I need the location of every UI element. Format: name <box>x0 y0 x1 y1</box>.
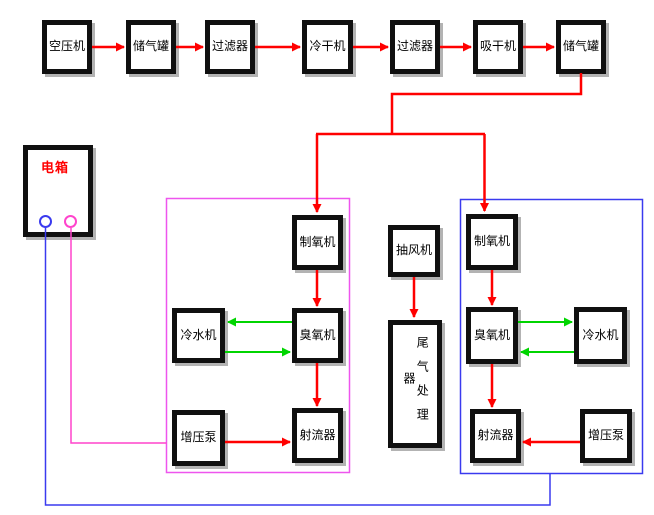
box-left-booster-pump: 增压泵 <box>172 410 225 466</box>
box-left-ozone-generator-label: 臭氧机 <box>299 327 336 342</box>
box-left-booster-pump-label: 增压泵 <box>180 430 217 445</box>
box-air-tank-2: 储气罐 <box>556 20 606 74</box>
box-air-tank-1: 储气罐 <box>126 20 176 74</box>
box-filter-1-label: 过滤器 <box>211 39 248 54</box>
box-desiccant-dryer-label: 吸干机 <box>479 39 516 54</box>
terminal-blue-icon <box>39 215 52 228</box>
box-right-ozone-generator-label: 臭氧机 <box>473 327 510 342</box>
box-air-compressor-label: 空压机 <box>48 39 85 54</box>
box-exhaust-fan: 抽风机 <box>388 225 440 277</box>
box-refrigerated-dryer-label: 冷干机 <box>309 39 346 54</box>
box-filter-2-label: 过滤器 <box>396 39 433 54</box>
box-left-jet-injector: 射流器 <box>292 408 343 463</box>
box-refrigerated-dryer: 冷干机 <box>302 20 353 74</box>
box-air-tank-2-label: 储气罐 <box>562 39 599 54</box>
box-electric-cabinet-label: 电箱 <box>41 161 70 176</box>
box-right-chiller: 冷水机 <box>574 307 627 364</box>
box-left-oxygen-generator-label: 制氧机 <box>299 234 336 249</box>
box-right-ozone-generator: 臭氧机 <box>466 307 518 364</box>
box-filter-2: 过滤器 <box>390 20 440 74</box>
air-trunk-line <box>390 73 583 134</box>
terminal-pink-icon <box>64 215 77 228</box>
box-right-booster-pump-label: 增压泵 <box>587 428 624 443</box>
power-wire-to-right-unit <box>44 228 551 506</box>
box-left-ozone-generator: 臭氧机 <box>292 308 343 363</box>
box-right-booster-pump: 增压泵 <box>580 409 632 463</box>
box-right-jet-injector: 射流器 <box>470 409 521 463</box>
box-filter-1: 过滤器 <box>205 20 255 74</box>
box-right-oxygen-generator-label: 制氧机 <box>473 234 510 249</box>
box-left-chiller: 冷水机 <box>172 308 225 363</box>
box-tail-gas-processor-label: 尾气处理器 <box>402 336 430 432</box>
box-tail-gas-processor: 尾气处理器 <box>388 320 442 448</box>
box-exhaust-fan-label: 抽风机 <box>395 243 432 258</box>
box-right-jet-injector-label: 射流器 <box>477 428 514 443</box>
box-left-oxygen-generator: 制氧机 <box>292 215 343 270</box>
box-left-chiller-label: 冷水机 <box>180 327 217 342</box>
box-right-chiller-label: 冷水机 <box>582 327 619 342</box>
box-air-tank-1-label: 储气罐 <box>132 39 169 54</box>
power-wire-to-left-unit <box>70 228 167 444</box>
right-unit-frame <box>459 198 644 475</box>
box-left-jet-injector-label: 射流器 <box>299 427 336 442</box>
box-air-compressor: 空压机 <box>42 20 92 74</box>
left-unit-frame <box>165 197 351 474</box>
box-desiccant-dryer: 吸干机 <box>473 20 523 74</box>
box-right-oxygen-generator: 制氧机 <box>466 214 518 270</box>
box-electric-cabinet: 电箱 <box>23 145 93 237</box>
